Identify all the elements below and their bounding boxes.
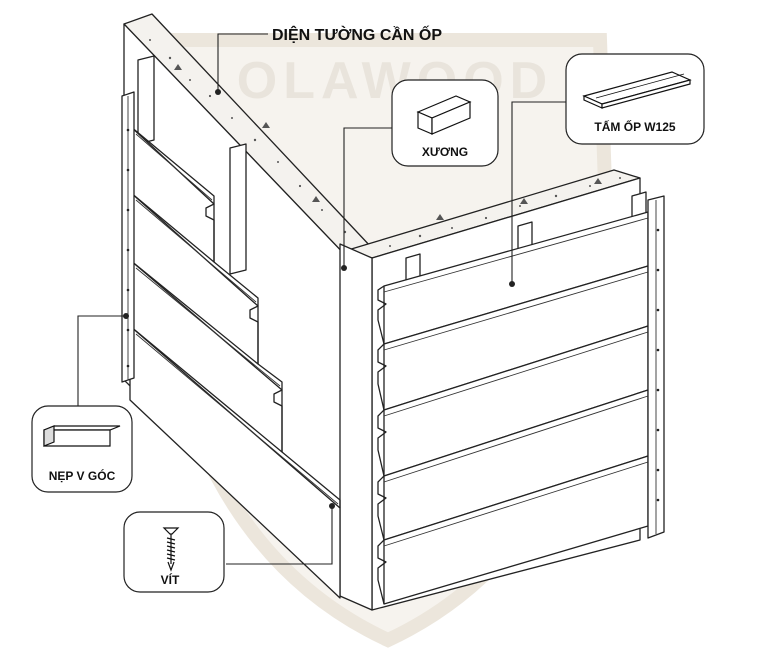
corner-trim-icon <box>43 425 121 447</box>
corner-trim-right <box>647 195 665 539</box>
panel-profile-icon <box>582 71 692 109</box>
corner-trim-left <box>121 91 135 383</box>
concrete-texture <box>149 39 621 247</box>
batten-left-2 <box>229 143 247 275</box>
leader-lines <box>77 33 566 565</box>
corner-trim-label: NẸP V GÓC <box>49 468 116 483</box>
right-panels <box>377 211 649 605</box>
batten-left-1 <box>137 55 155 145</box>
wall-label: DIỆN TƯỜNG CẦN ỐP <box>272 24 442 44</box>
corner-edge <box>339 243 373 611</box>
battens <box>137 55 647 287</box>
corner-trim-callout: NẸP V GÓC <box>31 405 133 493</box>
screw-icon <box>162 527 180 572</box>
left-panels <box>129 125 341 599</box>
panel-label: TẤM ỐP W125 <box>594 119 675 134</box>
screw-callout: VÍT <box>123 511 225 593</box>
screw-label: VÍT <box>161 572 180 587</box>
batten-label: XƯƠNG <box>422 145 468 159</box>
batten-callout: XƯƠNG <box>391 79 499 167</box>
batten-icon <box>416 95 472 135</box>
panel-callout: TẤM ỐP W125 <box>565 53 705 145</box>
